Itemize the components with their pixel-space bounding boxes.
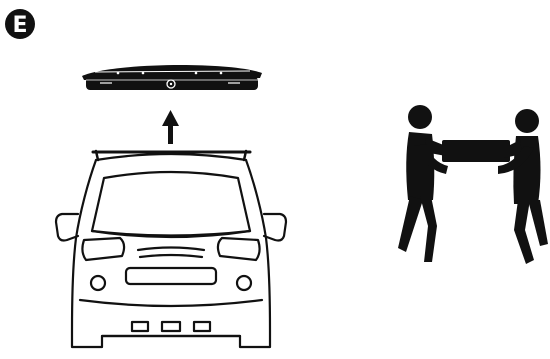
- person-left-icon: [398, 105, 448, 262]
- step-letter: E: [12, 13, 27, 38]
- roof-box-icon: [82, 65, 262, 90]
- two-people-carrying-box-icon: [398, 105, 548, 264]
- van-front-icon: [56, 151, 286, 347]
- step-badge-icon: E: [5, 9, 35, 39]
- arrow-up-icon: [162, 110, 179, 144]
- person-right-icon: [498, 109, 548, 264]
- carried-box: [442, 140, 510, 162]
